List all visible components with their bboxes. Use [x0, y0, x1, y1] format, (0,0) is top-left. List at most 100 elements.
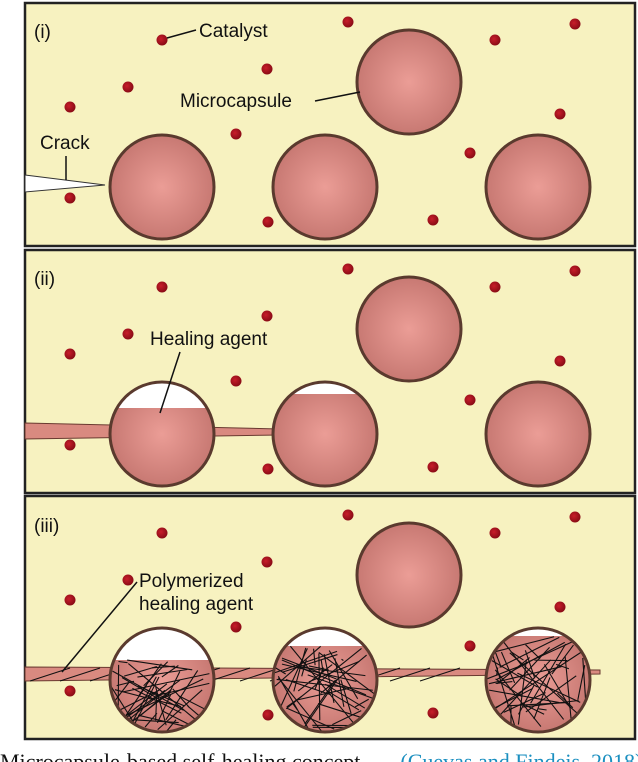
caption-text: Microcapsule-based self-healing concept: [0, 749, 361, 762]
microcapsule-label: Microcapsule: [180, 91, 292, 112]
catalyst-particle: [261, 63, 273, 75]
polymer-strand: [116, 680, 135, 687]
catalyst-particle: [342, 263, 354, 275]
microcapsule: [357, 277, 461, 381]
catalyst-particle: [64, 439, 76, 451]
polymer-strand: [165, 670, 199, 721]
polymer-strand: [488, 689, 560, 704]
polymer-strand: [286, 695, 303, 708]
catalyst-particle: [489, 34, 501, 46]
microcapsule: [110, 135, 214, 239]
polymer-strand: [327, 690, 360, 711]
polymer-strand: [557, 692, 574, 709]
polymer-strand: [274, 650, 338, 674]
polymer-strand: [122, 678, 204, 718]
microcapsule-shell: [484, 380, 592, 488]
polymer-strand: [144, 712, 158, 728]
catalyst-particle: [464, 147, 476, 159]
caption-citation-link[interactable]: (Cuevas and Findeis, 2018): [400, 749, 638, 762]
catalyst-particle: [554, 108, 566, 120]
polymerized-label-line2: healing agent: [139, 594, 254, 615]
polymer-strand: [277, 675, 310, 731]
polymer-strand: [114, 689, 181, 708]
polymer-strand: [313, 648, 316, 666]
polymer-strand: [500, 651, 516, 684]
polymer-strand: [125, 683, 168, 717]
catalyst-particle: [261, 556, 273, 568]
polymer-strand: [209, 667, 251, 682]
polymer-strand: [297, 664, 333, 692]
polymer-strand: [298, 666, 366, 677]
polymer-strand: [285, 679, 332, 696]
panel-ii: [23, 248, 637, 495]
polymer-strand: [533, 677, 551, 720]
catalyst-particle: [262, 463, 274, 475]
polymer-network: [486, 635, 590, 732]
microcapsule-leader-line: [314, 91, 361, 102]
polymer-strand: [127, 659, 193, 671]
microcapsule-shell: [355, 275, 463, 383]
catalyst-particle: [64, 192, 76, 204]
microcapsule-shell: [484, 133, 592, 241]
polymer-strand: [318, 653, 321, 721]
crack-shape: [24, 174, 106, 193]
polymer-strand: [166, 719, 177, 732]
polymer-strand: [564, 655, 573, 731]
microcapsule: [486, 135, 590, 239]
catalyst-particle: [64, 348, 76, 360]
polymer-strand: [334, 658, 345, 707]
catalyst-particle: [464, 640, 476, 652]
catalyst-particle: [569, 265, 581, 277]
polymer-strand: [524, 650, 536, 679]
catalyst-particle: [64, 685, 76, 697]
polymer-strand: [320, 659, 324, 673]
microcapsule-shell: [108, 133, 216, 241]
catalyst-particle: [554, 601, 566, 613]
catalyst-particle: [156, 527, 168, 539]
microcapsule: [357, 30, 461, 134]
microcapsule: [357, 523, 461, 627]
polymer-strand: [123, 665, 157, 677]
catalyst-particle: [261, 310, 273, 322]
polymer-strand: [157, 689, 203, 731]
catalyst-particle: [427, 214, 439, 226]
catalyst-particle: [230, 128, 242, 140]
polymer-strand: [487, 636, 555, 655]
polymer-strand: [525, 644, 541, 660]
polymer-strand: [156, 693, 172, 724]
polymer-strand: [495, 680, 513, 685]
polymer-strand: [167, 671, 181, 696]
microcapsule: [486, 382, 590, 486]
polymer-strand: [138, 663, 162, 696]
catalyst-particle: [262, 709, 274, 721]
healing-agent-leader-line: [159, 351, 181, 414]
polymer-strand: [499, 636, 560, 668]
polymerized-leader-line: [61, 581, 138, 673]
catalyst-particle: [427, 707, 439, 719]
polymer-network: [273, 645, 375, 732]
microcapsule-shell: [355, 521, 463, 629]
catalyst-particle: [464, 394, 476, 406]
polymer-strand: [161, 710, 193, 727]
panel-label-iii: (iii): [34, 516, 59, 537]
microcapsule: [273, 628, 377, 732]
catalyst-particle: [156, 281, 168, 293]
catalyst-leader-line: [166, 29, 197, 39]
polymer-strand: [277, 677, 322, 732]
catalyst-label: Catalyst: [199, 21, 268, 42]
polymer-strand: [278, 648, 308, 711]
catalyst-particle: [427, 461, 439, 473]
polymer-strand: [112, 681, 130, 704]
catalyst-particle: [64, 101, 76, 113]
catalyst-particle: [342, 16, 354, 28]
polymer-strand: [133, 719, 179, 724]
panel-iii: [23, 494, 637, 741]
polymer-strand: [509, 647, 550, 691]
catalyst-particle: [122, 574, 134, 586]
polymer-strand: [493, 649, 502, 668]
catalyst-particle: [262, 216, 274, 228]
microcapsule-shell: [355, 28, 463, 136]
polymer-strand: [151, 665, 175, 669]
panel-label-ii: (ii): [34, 269, 55, 290]
polymer-strand: [328, 650, 359, 700]
